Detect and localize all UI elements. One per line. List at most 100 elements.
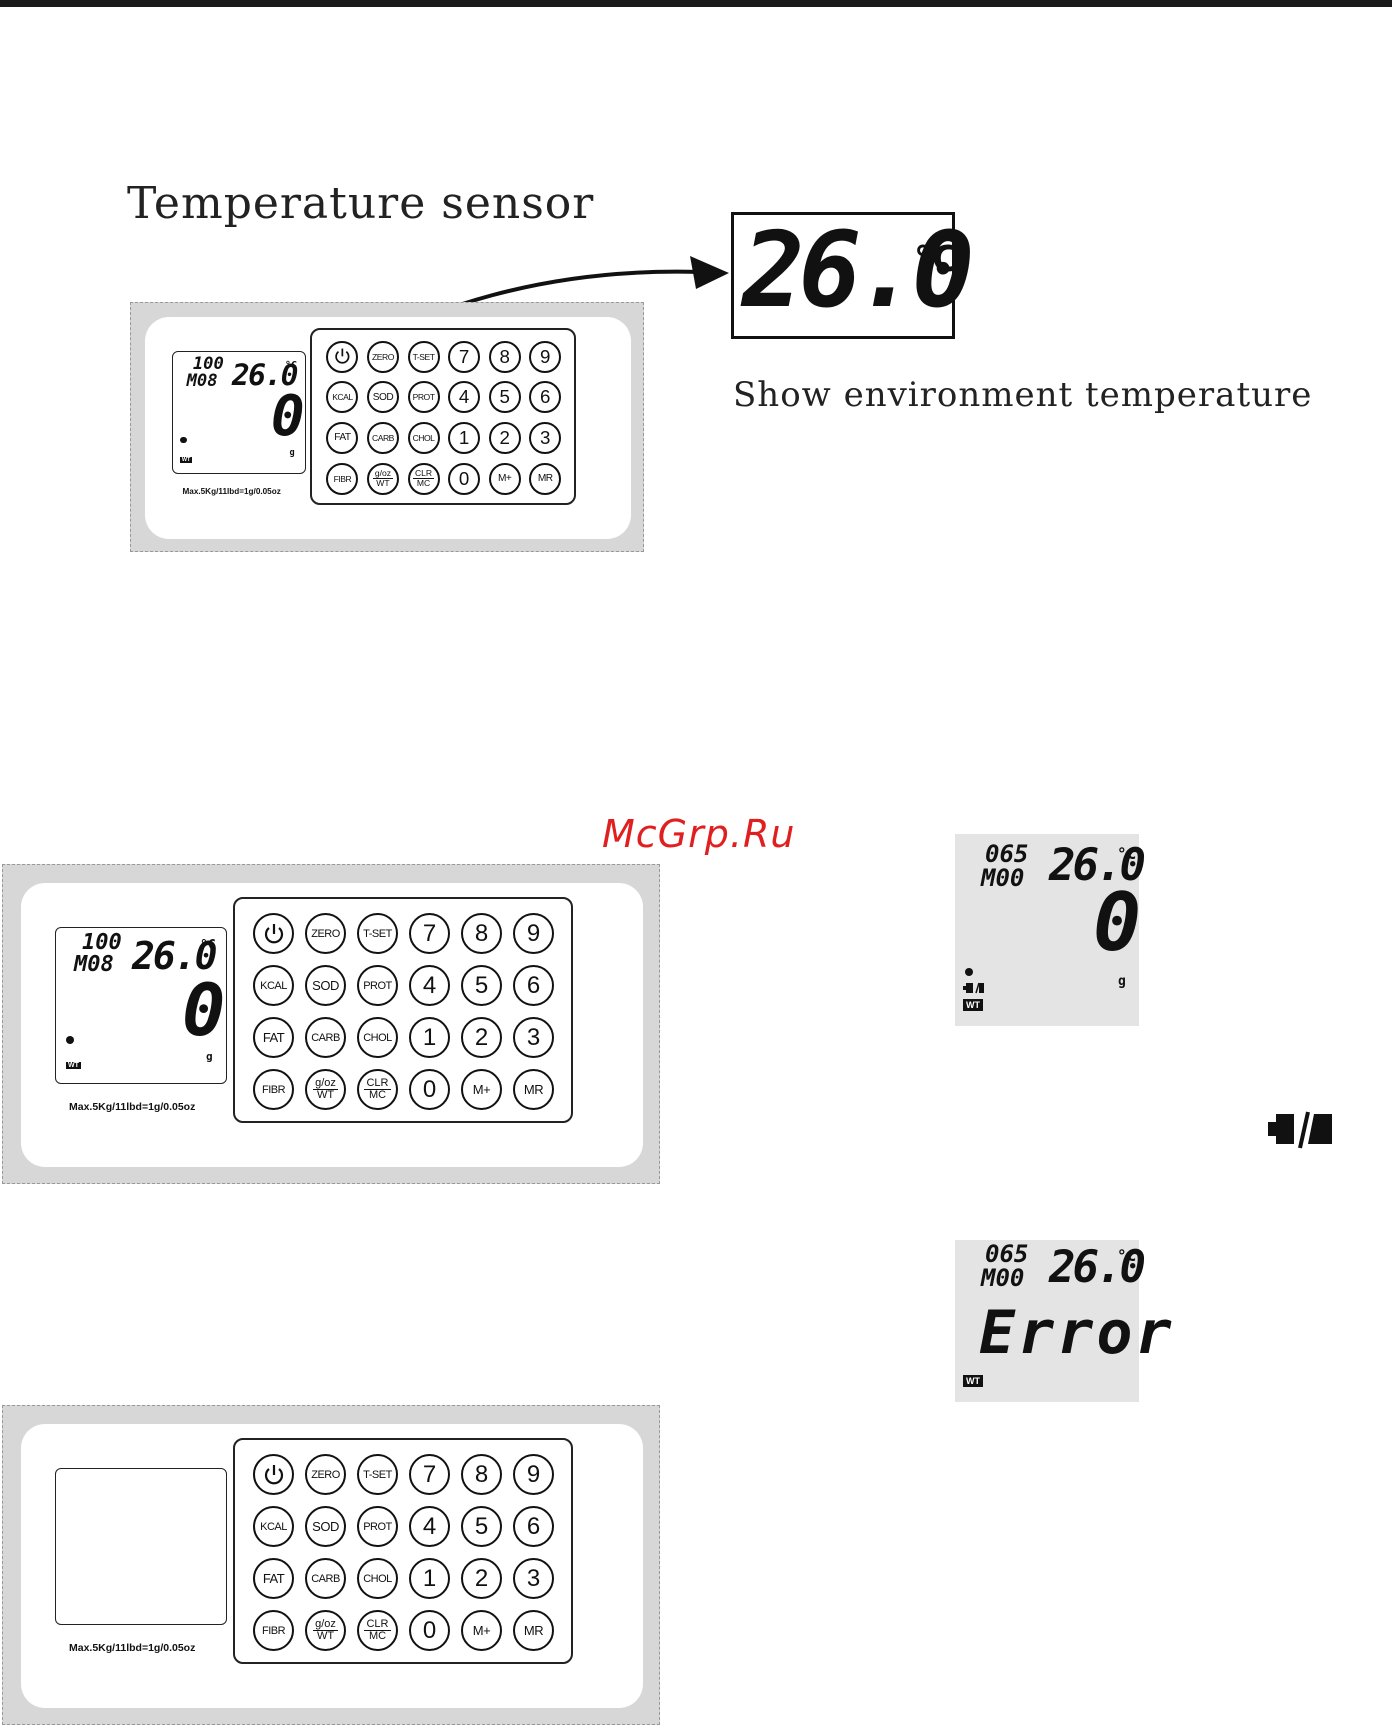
scale-lcd-off — [55, 1468, 227, 1625]
power-icon — [264, 1464, 283, 1484]
key-carb[interactable]: CARB — [305, 1017, 346, 1058]
key-8[interactable]: 8 — [461, 1454, 502, 1495]
key-1[interactable]: 1 — [409, 1558, 450, 1599]
key-8[interactable]: 8 — [488, 340, 521, 373]
key-2[interactable]: 2 — [461, 1017, 502, 1058]
key-1[interactable]: 1 — [409, 1017, 450, 1058]
power-icon — [335, 349, 350, 365]
key-t-set[interactable]: T-SET — [407, 340, 440, 373]
lcd-temp-unit: °C — [284, 360, 298, 372]
key-7[interactable]: 7 — [448, 340, 481, 373]
key-mplus[interactable]: M+ — [461, 1610, 502, 1651]
mini-mode-badge: WT — [963, 999, 983, 1011]
key-7[interactable]: 7 — [409, 913, 450, 954]
key-4[interactable]: 4 — [448, 381, 481, 414]
mini-indicator-dot — [965, 968, 973, 976]
key-t-set[interactable]: T-SET — [357, 1454, 398, 1495]
key-mplus[interactable]: M+ — [488, 462, 521, 495]
key-7[interactable]: 7 — [409, 1454, 450, 1495]
battery-low-icon — [1268, 1111, 1332, 1149]
mini-mode-badge: WT — [963, 1375, 983, 1387]
key-chol[interactable]: CHOL — [407, 421, 440, 454]
key-sod[interactable]: SOD — [366, 381, 399, 414]
key-0[interactable]: 0 — [409, 1610, 450, 1651]
battery-low-icon — [963, 982, 984, 994]
key-fibr[interactable]: FIBR — [326, 462, 359, 495]
key-fibr[interactable]: FIBR — [253, 1610, 294, 1651]
key-0[interactable]: 0 — [409, 1069, 450, 1110]
key-prot[interactable]: PROT — [357, 1506, 398, 1547]
key-sod[interactable]: SOD — [305, 965, 346, 1006]
key-mr[interactable]: MR — [513, 1069, 554, 1110]
power-button[interactable] — [253, 913, 294, 954]
key-9[interactable]: 9 — [529, 340, 562, 373]
key-0[interactable]: 0 — [448, 462, 481, 495]
temperature-readout: 26.0 °C — [731, 209, 974, 339]
key-fat[interactable]: FAT — [253, 1017, 294, 1058]
error-message: Error — [979, 1298, 1175, 1368]
key-6[interactable]: 6 — [513, 1506, 554, 1547]
mini-temp-unit: °C — [1117, 844, 1137, 863]
key-zero[interactable]: ZERO — [366, 340, 399, 373]
lcd-mode-badge: WT — [66, 1062, 81, 1069]
capacity-label: Max.5Kg/11lbd=1g/0.05oz — [182, 487, 281, 497]
key-6[interactable]: 6 — [513, 965, 554, 1006]
key-mr[interactable]: MR — [529, 462, 562, 495]
key-fibr[interactable]: FIBR — [253, 1069, 294, 1110]
key-zero[interactable]: ZERO — [305, 913, 346, 954]
section-title: Temperature sensor — [127, 178, 595, 229]
lcd-top-number: 100 — [192, 353, 224, 374]
power-button[interactable] — [253, 1454, 294, 1495]
key-fat[interactable]: FAT — [253, 1558, 294, 1599]
key-carb[interactable]: CARB — [305, 1558, 346, 1599]
key-5[interactable]: 5 — [461, 1506, 502, 1547]
key-prot[interactable]: PROT — [357, 965, 398, 1006]
key-5[interactable]: 5 — [461, 965, 502, 1006]
mini-display-error: 065 M00 26.0 °C Error WT — [955, 1240, 1172, 1402]
lcd-mode-badge: WT — [180, 456, 192, 463]
key-t-set[interactable]: T-SET — [357, 913, 398, 954]
key-5[interactable]: 5 — [488, 381, 521, 414]
lcd-indicator-dot — [180, 436, 187, 443]
lcd-temp-unit: °C — [200, 938, 216, 953]
key-zero[interactable]: ZERO — [305, 1454, 346, 1495]
key-4[interactable]: 4 — [409, 1506, 450, 1547]
key-chol[interactable]: CHOL — [357, 1558, 398, 1599]
key-9[interactable]: 9 — [513, 913, 554, 954]
key-3[interactable]: 3 — [513, 1017, 554, 1058]
key-2[interactable]: 2 — [461, 1558, 502, 1599]
mini-weight: 0 — [1093, 876, 1142, 969]
mini-temperature: 26.0 — [1049, 1242, 1146, 1293]
key-6[interactable]: 6 — [529, 381, 562, 414]
key-prot[interactable]: PROT — [407, 381, 440, 414]
key-kcal[interactable]: KCAL — [253, 965, 294, 1006]
key-1[interactable]: 1 — [448, 421, 481, 454]
key-8[interactable]: 8 — [461, 913, 502, 954]
mini-top-number: 065 — [985, 1240, 1029, 1268]
key-kcal[interactable]: KCAL — [326, 381, 359, 414]
key-3[interactable]: 3 — [513, 1558, 554, 1599]
power-button[interactable] — [326, 340, 359, 373]
key-4[interactable]: 4 — [409, 965, 450, 1006]
key-sod[interactable]: SOD — [305, 1506, 346, 1547]
key-mplus[interactable]: M+ — [461, 1069, 502, 1110]
key-kcal[interactable]: KCAL — [253, 1506, 294, 1547]
key-mr[interactable]: MR — [513, 1610, 554, 1651]
key-3[interactable]: 3 — [529, 421, 562, 454]
key-2[interactable]: 2 — [488, 421, 521, 454]
key-chol[interactable]: CHOL — [357, 1017, 398, 1058]
key-carb[interactable]: CARB — [366, 421, 399, 454]
key-fat[interactable]: FAT — [326, 421, 359, 454]
key-9[interactable]: 9 — [513, 1454, 554, 1495]
